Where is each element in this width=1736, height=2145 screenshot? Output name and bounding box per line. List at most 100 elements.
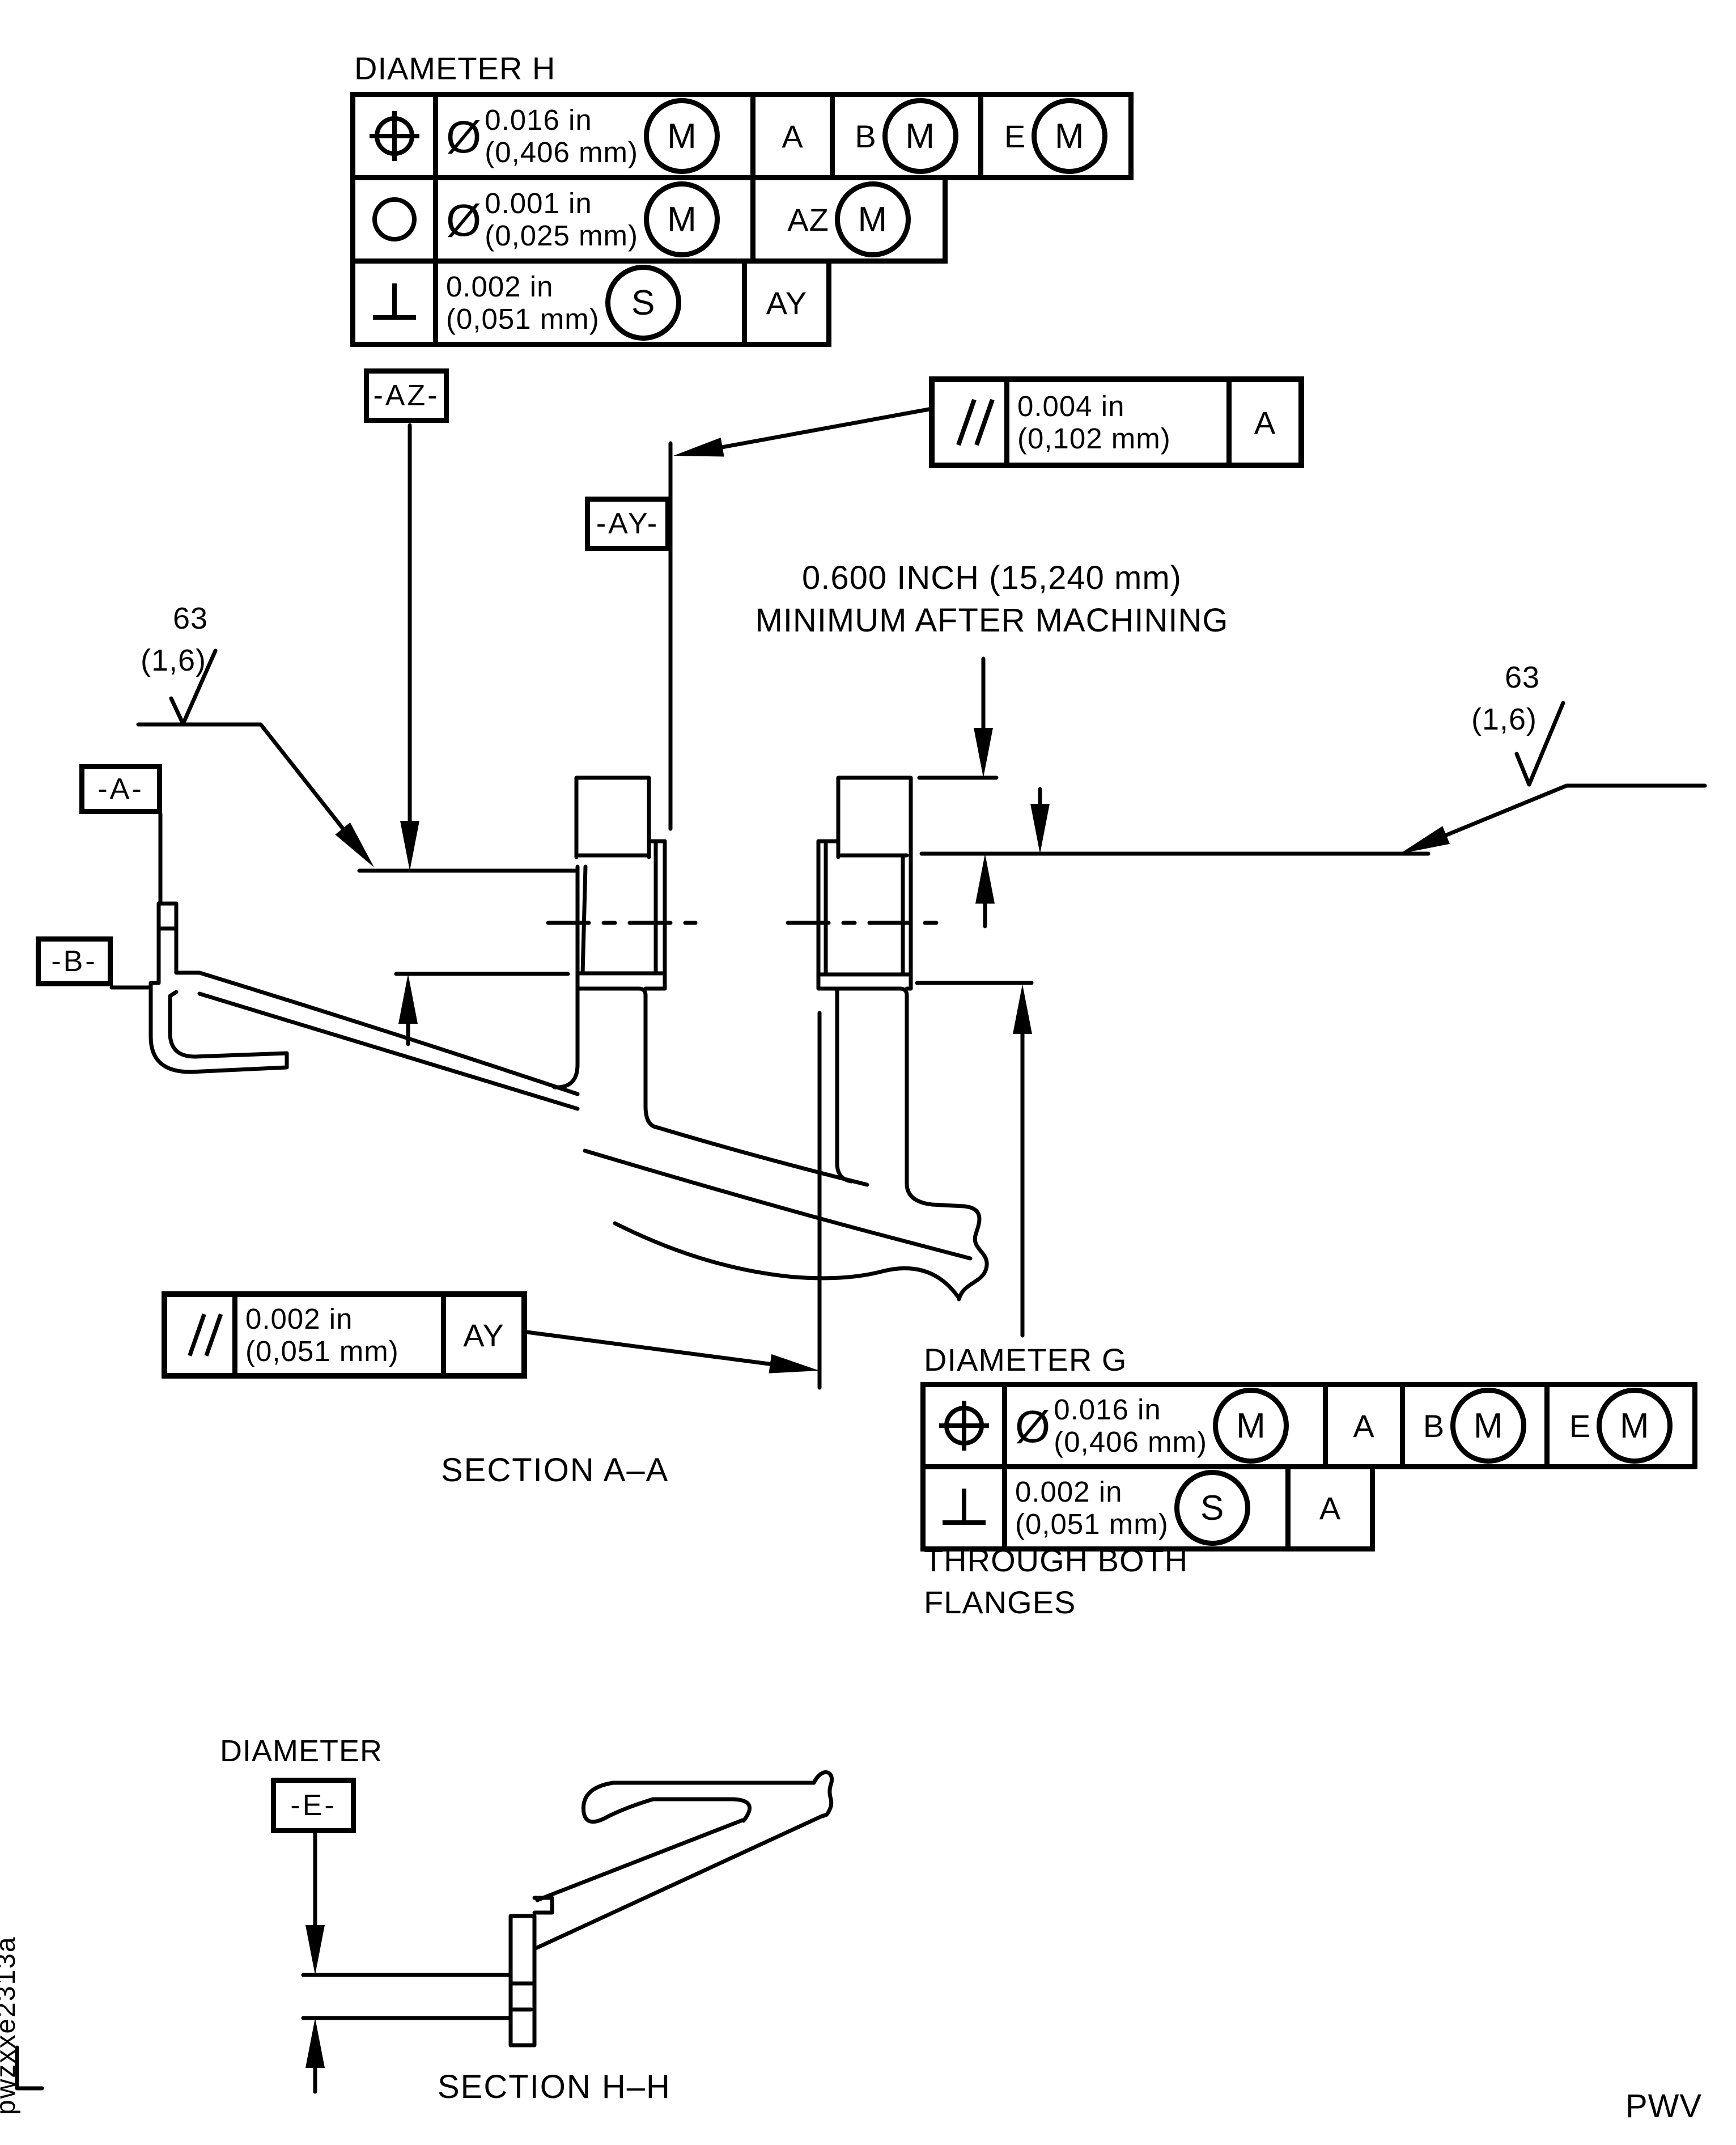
fcf-parallelism-bottom-row: 0.002 in(0,051 mm) AY — [162, 1291, 527, 1379]
material-modifier-circle: M — [882, 98, 958, 174]
arrowhead-diameter-g — [1013, 984, 1032, 1034]
hh-left-curl — [581, 1781, 655, 1824]
fcf-g-row-perpendicularity: 0.002 in(0,051 mm) S A — [920, 1464, 1375, 1551]
parallelism-top-tol-mm: (0,102 mm) — [1017, 422, 1171, 455]
left-stem-right-edge — [643, 993, 660, 1130]
surface-finish-right-leader — [1406, 783, 1707, 853]
fcf-g-row1-tol-in: 0.016 in — [1054, 1393, 1161, 1426]
fcf-g-row2-tol-mm: (0,051 mm) — [1015, 1508, 1169, 1540]
surface-left-metric: (1,6) — [141, 643, 207, 677]
arrowhead-parallelism-bottom — [769, 1354, 820, 1374]
arrowhead-right-down — [1030, 804, 1050, 854]
left-body-notch — [643, 971, 667, 991]
section-a-a-label: SECTION A–A — [441, 1452, 669, 1489]
surface-right-value: 63 — [1505, 660, 1540, 694]
right-stem-top — [835, 986, 909, 998]
material-modifier-circle: M — [643, 181, 720, 257]
surface-finish-right-check-icon — [1514, 701, 1565, 787]
right-stem-left-edge — [835, 986, 854, 1184]
fcf-parallelism-bottom-tolerance: 0.002 in(0,051 mm) — [237, 1297, 446, 1373]
arrowhead-min-machining-down — [974, 728, 993, 778]
arrowhead-datum-az — [400, 821, 419, 871]
fcf-h-row-position: Ø 0.016 in(0,406 mm) M A B M E M — [350, 92, 1134, 180]
arrowhead-datum-e-down — [305, 1925, 325, 1975]
datum-e-box: -E- — [271, 1778, 356, 1833]
arrowhead-min-machining-up — [975, 854, 995, 904]
position-symbol-icon — [926, 1387, 1007, 1464]
fcf-h-row1-datum-b: B M — [835, 97, 983, 175]
part-left-hook — [148, 901, 289, 1074]
part-left-post — [156, 901, 202, 975]
material-modifier-circle: M — [1212, 1388, 1289, 1464]
arrowhead-parallelism-top — [673, 437, 724, 457]
fcf-g-row1-datum-b: B M — [1405, 1387, 1550, 1464]
fcf-g-row2-tolerance: 0.002 in(0,051 mm) S — [1007, 1469, 1291, 1546]
section-a-a-geometry — [15, 407, 1707, 2094]
fcf-g-row1-datum-a: A — [1328, 1387, 1405, 1464]
diameter-g-title: DIAMETER G — [924, 1342, 1127, 1377]
fcf-g-row1-tolerance: Ø 0.016 in(0,406 mm) M — [1007, 1387, 1328, 1464]
material-modifier-circle: M — [1597, 1388, 1673, 1464]
fcf-h-row3-tol-mm: (0,051 mm) — [446, 303, 600, 335]
diameter-e-title: DIAMETER — [220, 1734, 383, 1768]
web-break-wavy-edge — [957, 1204, 989, 1302]
section-h-h-label: SECTION H–H — [438, 2068, 671, 2105]
web-upper-line — [197, 970, 580, 1096]
fcf-parallelism-top-row: 0.004 in(0,102 mm) A — [929, 376, 1304, 468]
fcf-h-row1-tolerance: Ø 0.016 in(0,406 mm) M — [438, 97, 755, 175]
fcf-h-row2-tol-mm: (0,025 mm) — [485, 219, 638, 252]
arrowhead-hh-up — [305, 2018, 325, 2068]
fcf-g-row-position: Ø 0.016 in(0,406 mm) M A B M E M — [920, 1382, 1697, 1469]
hh-strut-upper — [535, 1818, 745, 1902]
perpendicularity-symbol-icon — [355, 264, 438, 342]
material-modifier-circle: M — [834, 181, 911, 257]
parallelism-bottom-tol-in: 0.002 in — [245, 1302, 353, 1335]
through-both-flanges-note: THROUGH BOTH FLANGES — [924, 1542, 1189, 1621]
parallelism-symbol-icon — [167, 1297, 237, 1373]
circularity-symbol-icon — [355, 180, 438, 258]
material-modifier-circle: M — [1450, 1388, 1527, 1464]
fcf-g-row2-datum-a: A — [1319, 1490, 1342, 1526]
web-mid-line-2 — [583, 1148, 973, 1261]
left-stem-left-edge — [552, 986, 580, 1090]
right-boss — [836, 775, 913, 977]
diameter-symbol: Ø — [1015, 1401, 1051, 1452]
parallelism-top-tol-in: 0.004 in — [1017, 389, 1125, 422]
footer-code: PWV — [1625, 2088, 1703, 2125]
web-mid-line-1 — [655, 1125, 869, 1187]
min-after-machining-note: 0.600 INCH (15,240 mm) MINIMUM AFTER MAC… — [755, 559, 1229, 639]
surface-finish-left-leader — [136, 722, 370, 862]
right-body-notch-right — [905, 972, 913, 991]
fcf-h-row1-tol-mm: (0,406 mm) — [485, 136, 638, 168]
hh-inner-fillet — [731, 1797, 752, 1823]
hh-strut-lower — [532, 1813, 825, 1951]
fcf-diameter-g: Ø 0.016 in(0,406 mm) M A B M E M 0.002 i… — [920, 1382, 1697, 1551]
material-modifier-circle: M — [643, 98, 720, 174]
arrowhead-left-up — [398, 974, 418, 1024]
right-stem-right-edge — [905, 993, 967, 1209]
material-modifier-circle: M — [1032, 98, 1108, 174]
datum-ay-box: -AY- — [585, 497, 670, 551]
diameter-symbol: Ø — [446, 195, 482, 245]
fcf-h-row1-tol-in: 0.016 in — [485, 103, 592, 136]
hh-post — [508, 1914, 537, 2048]
fcf-h-row3-tol-in: 0.002 in — [446, 270, 554, 303]
datum-a-box: -A- — [79, 764, 162, 814]
fcf-h-row-circularity: Ø 0.001 in(0,025 mm) M AZ M — [350, 175, 948, 264]
parallelism-top-leader — [716, 407, 931, 450]
fcf-parallelism-bottom: 0.002 in(0,051 mm) AY — [162, 1291, 527, 1379]
fcf-h-row3-datum-ay: AY — [766, 285, 808, 321]
fcf-g-row2-tol-in: 0.002 in — [1015, 1475, 1123, 1508]
hh-break-wavy-edge — [812, 1770, 834, 1818]
fcf-h-row1-datum-a: A — [755, 97, 835, 175]
diameter-h-title: DIAMETER H — [354, 50, 556, 86]
arrowhead-surface-left — [335, 822, 374, 867]
rfs-modifier-circle: S — [1174, 1470, 1250, 1546]
doc-code-bracket — [15, 2045, 44, 2091]
fcf-parallelism-top-tolerance: 0.004 in(0,102 mm) — [1009, 382, 1232, 463]
fcf-parallelism-top-datum: A — [1254, 404, 1276, 440]
right-body-notch-left — [816, 972, 839, 991]
parallelism-symbol-icon — [935, 382, 1009, 463]
